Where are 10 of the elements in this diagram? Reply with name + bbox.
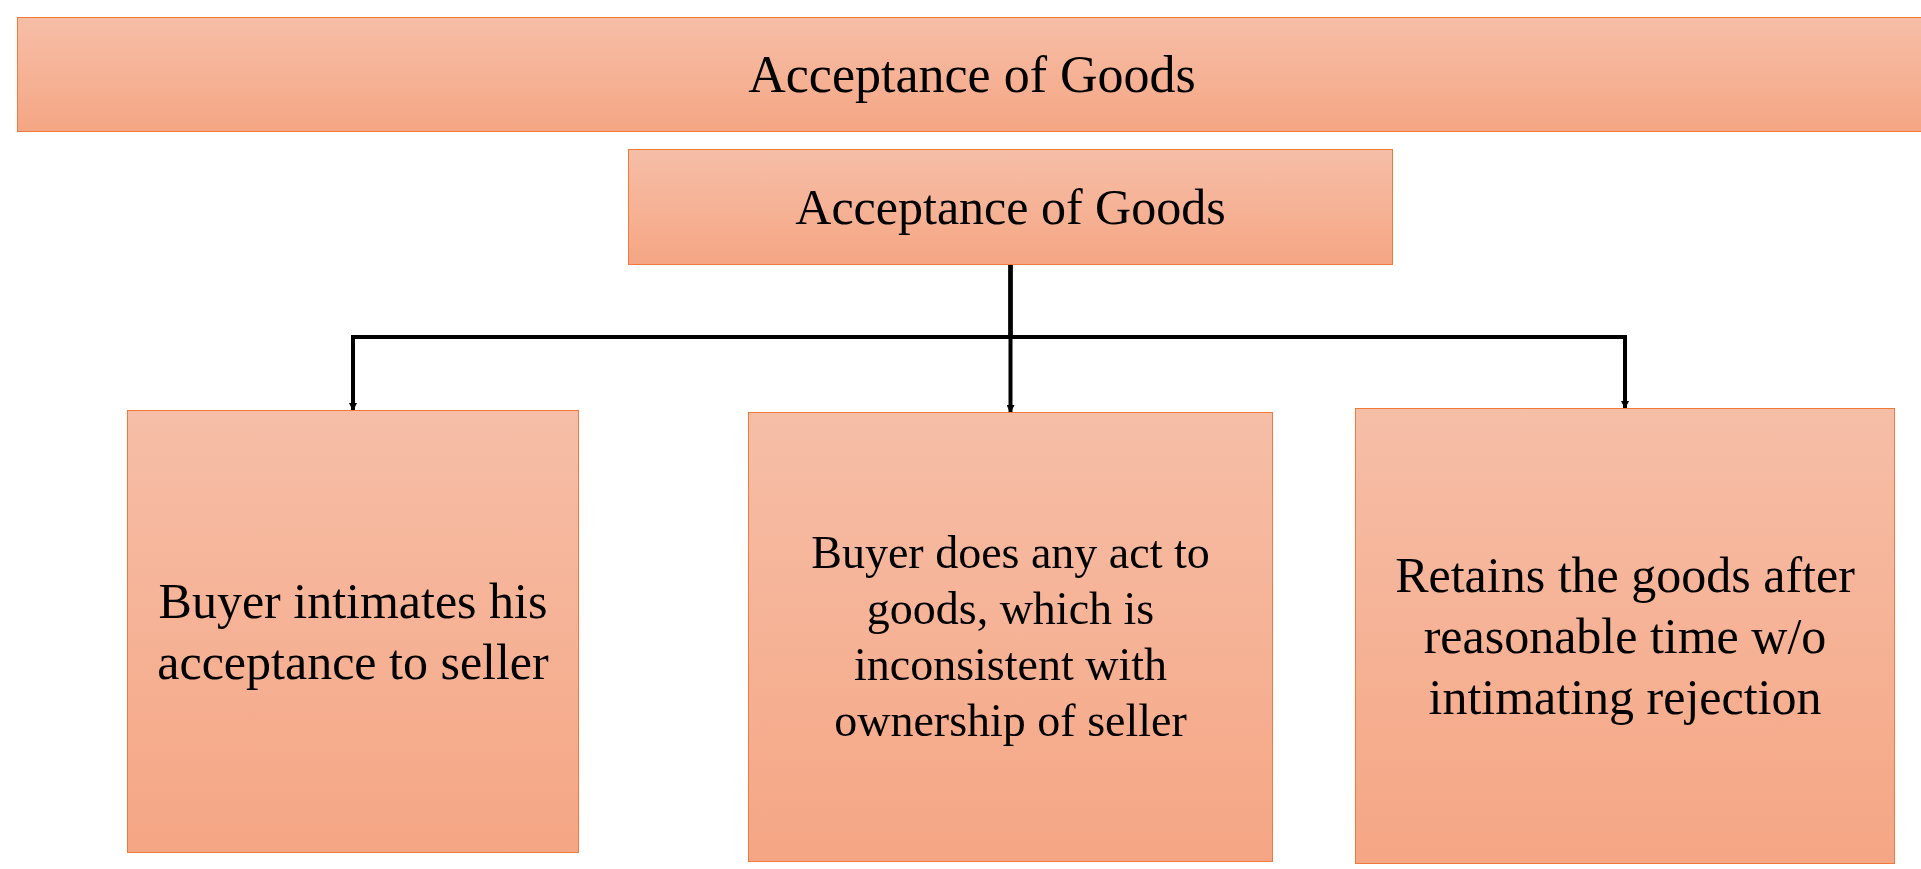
process-box	[127, 410, 579, 853]
box-text: Buyer does any act to goods, which is inconsistent with ownership of seller	[810, 525, 1211, 749]
title-banner: Acceptance of Goods	[17, 17, 1921, 132]
box-text: Buyer intimates his acceptance to seller	[156, 571, 550, 692]
process-box	[628, 149, 1393, 265]
box-text: Acceptance of Goods	[795, 177, 1226, 237]
arrow	[1008, 265, 1629, 409]
box-text: Retains the goods after reasonable time w/o intimating rejection	[1394, 545, 1856, 727]
process-box	[1355, 408, 1895, 864]
process-box	[748, 412, 1273, 862]
